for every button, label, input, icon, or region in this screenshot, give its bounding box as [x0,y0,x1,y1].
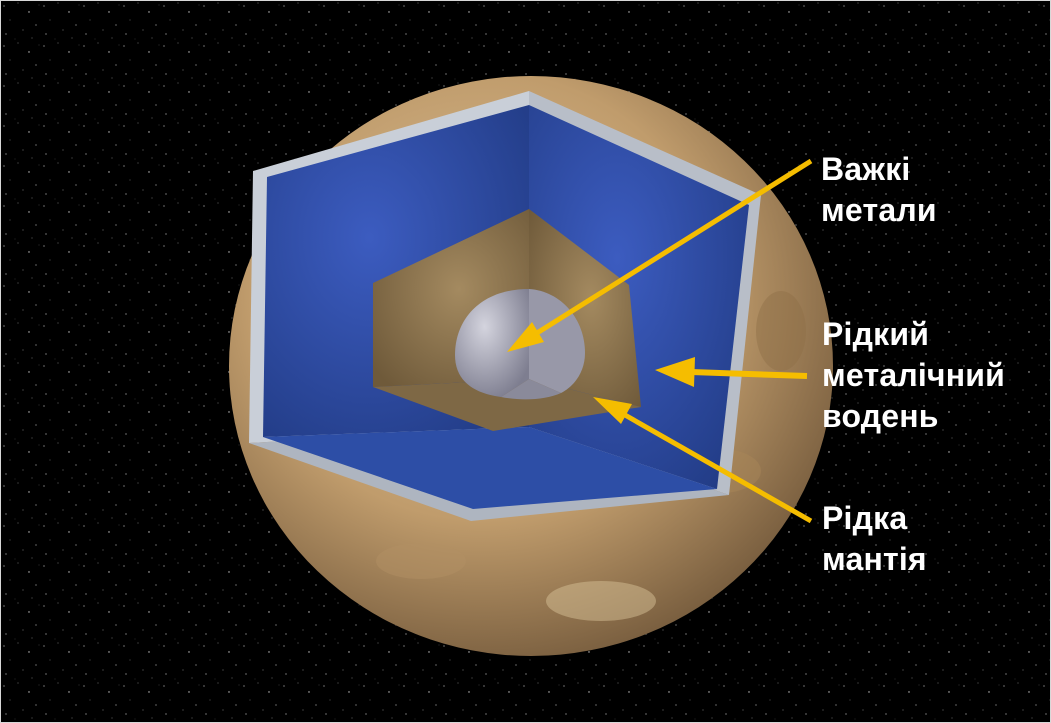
label-liquid-metallic-hydrogen: Рідкий металічний водень [822,314,1005,437]
label-heavy-metals: Важкі метали [821,149,937,231]
label-heavy-metals-line2: метали [821,190,937,231]
label-mantle-line2: мантія [822,539,927,580]
label-hydrogen-line3: водень [822,396,1005,437]
label-hydrogen-line1: Рідкий [822,314,1005,355]
label-heavy-metals-line1: Важкі [821,149,937,190]
label-mantle-line1: Рідка [822,498,927,539]
planet [229,76,833,656]
label-hydrogen-line2: металічний [822,355,1005,396]
label-liquid-mantle: Рідка мантія [822,498,927,580]
